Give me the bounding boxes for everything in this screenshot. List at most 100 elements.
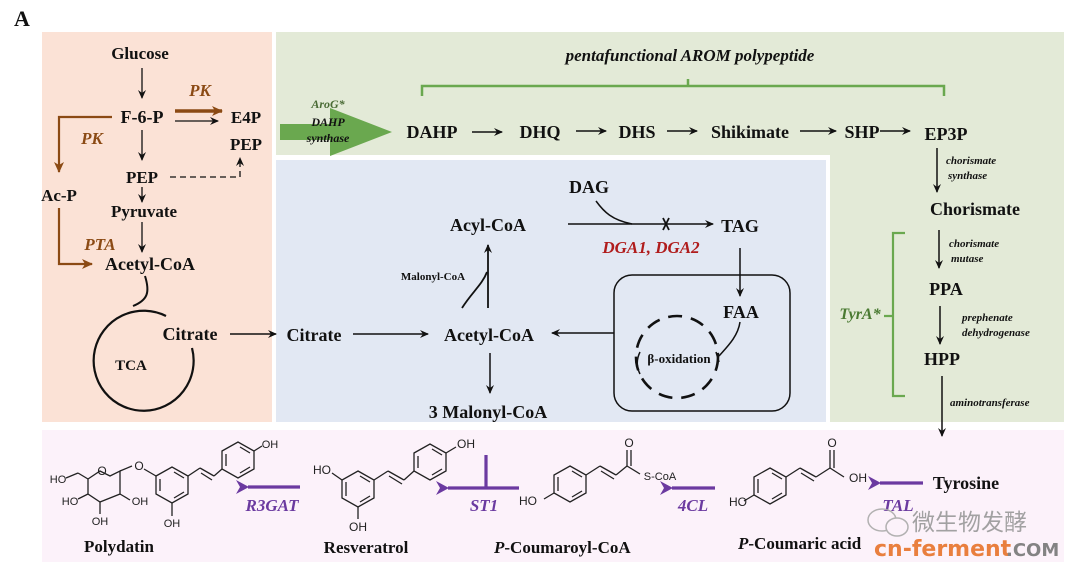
pta-arrow	[57, 208, 93, 269]
step-shp: SHP	[844, 122, 879, 142]
4cl-label: 4CL	[677, 496, 708, 515]
st1-label: ST1	[470, 496, 498, 515]
faa-to-beta-curve	[718, 321, 741, 357]
watermark: 微生物发酵 cn-ferment .COM	[867, 508, 1059, 562]
tag-label: TAG	[721, 216, 759, 236]
step-dhs: DHS	[618, 122, 655, 142]
peroxisome-box	[613, 274, 791, 412]
tyra-label: TyrA*	[839, 306, 881, 323]
arrow-pep-pep-dashed	[170, 157, 244, 178]
e4p-label: E4P	[231, 108, 261, 127]
polydatin-oh-3-label: OH	[164, 518, 181, 530]
coumaric-oh-label: OH	[849, 471, 867, 485]
polydatin-link-o-label: O	[134, 459, 143, 473]
p-prefix-2: P	[493, 538, 505, 557]
watermark-chinese: 微生物发酵	[912, 510, 1027, 536]
glycolysis-panel	[42, 32, 272, 422]
tca-cycle-circle	[92, 309, 195, 412]
coumaric-ho-label: HO	[729, 495, 747, 509]
citrate-label-right: Citrate	[287, 325, 342, 345]
beta-tick	[636, 351, 641, 375]
p-coumaroyl-coa-structure	[543, 450, 641, 503]
resveratrol-oh-right-label: OH	[457, 437, 475, 451]
polydatin-ho-1-label: HO	[50, 474, 67, 486]
pta-label: PTA	[83, 235, 115, 254]
blocked-x-mark	[662, 217, 670, 231]
faa-label: FAA	[723, 302, 759, 322]
arog-label: AroG*	[310, 97, 345, 111]
chorismate-synthase-label-1: chorismate	[946, 155, 996, 167]
resveratrol-ho-label: HO	[313, 463, 331, 477]
beta-oxidation-label: β-oxidation	[647, 351, 711, 366]
glucose-label: Glucose	[111, 44, 169, 63]
pep-right-label: PEP	[230, 135, 262, 154]
resveratrol-label: Resveratrol	[324, 538, 409, 557]
faa-tick	[715, 351, 720, 363]
products-panel	[42, 430, 1064, 562]
acetylcoa-to-tca-curve	[132, 275, 149, 307]
shikimate-panel	[276, 32, 1064, 422]
p-coumaric-acid-structure	[743, 450, 845, 505]
tca-label: TCA	[115, 358, 147, 374]
coumaroyl-o-label: O	[624, 436, 633, 450]
pyruvate-label: Pyruvate	[111, 202, 178, 221]
step-dhq: DHQ	[519, 122, 560, 142]
resveratrol-structure	[331, 443, 457, 519]
coumaric-o-label: O	[827, 436, 836, 450]
coumaroyl-ho-label: HO	[519, 494, 537, 508]
acetyl-coa-label: Acetyl-CoA	[105, 254, 195, 274]
prephenate-dh-label-2: dehydrogenase	[962, 327, 1030, 339]
watermark-tld: .COM	[1006, 540, 1059, 561]
dga-label: DGA1, DGA2	[601, 238, 700, 257]
malonyl-coa-small-label: Malonyl-CoA	[401, 271, 465, 283]
s-coa-label: S-CoA	[644, 471, 677, 483]
prephenate-dh-label-1: prephenate	[961, 312, 1013, 324]
step-dahp: DAHP	[407, 122, 458, 142]
dag-label: DAG	[569, 177, 609, 197]
arom-bracket	[420, 79, 946, 96]
arom-title: pentafunctional AROM polypeptide	[564, 46, 815, 65]
p-coumaroyl-coa-label: P-Coumaroyl-CoA	[493, 538, 631, 557]
pk-left-label: PK	[80, 129, 104, 148]
hpp-label: HPP	[924, 349, 960, 369]
polydatin-structure	[65, 441, 263, 516]
chorismate-mutase-label-2: mutase	[951, 253, 984, 265]
chorismate-mutase-label-1: chorismate	[949, 238, 999, 250]
acyl-coa-label: Acyl-CoA	[450, 215, 526, 235]
tyra-bracket	[884, 231, 905, 398]
tal-label: TAL	[882, 496, 913, 515]
p-prefix: P	[737, 534, 749, 553]
pk-arrow-left	[54, 115, 112, 173]
aminotransferase-label: aminotransferase	[950, 397, 1030, 409]
arog-big-arrow	[280, 108, 392, 156]
pk-top-label: PK	[188, 81, 212, 100]
step-ep3p: EP3P	[925, 124, 968, 144]
polydatin-oh-2-label: OH	[132, 496, 149, 508]
step-shikimate: Shikimate	[711, 122, 789, 142]
polydatin-oh-1-label: OH	[92, 516, 109, 528]
r3gat-label: R3GAT	[245, 496, 300, 515]
polydatin-oh-4-label: OH	[262, 439, 279, 451]
malonyl-coa-curve	[461, 271, 488, 309]
lipid-panel	[276, 160, 826, 422]
ac-p-label: Ac-P	[41, 186, 77, 205]
dahp-synthase-label-1: DAHP	[310, 115, 345, 129]
acetyl-coa-lipid-label: Acetyl-CoA	[444, 325, 534, 345]
f6p-label: F-6-P	[121, 107, 164, 127]
polydatin-ring-o-label: O	[97, 464, 106, 478]
watermark-domain: cn-ferment	[874, 537, 1012, 562]
citrate-label-left: Citrate	[163, 324, 218, 344]
dahp-synthase-label-2: synthase	[306, 131, 350, 145]
dag-curve	[595, 200, 633, 225]
polydatin-ho-2-label: HO	[62, 496, 79, 508]
chorismate-label: Chorismate	[930, 199, 1020, 219]
polydatin-label: Polydatin	[84, 537, 154, 556]
chorismate-synthase-label-2: synthase	[947, 170, 987, 182]
pep-label: PEP	[126, 168, 158, 187]
p-coumaric-acid-name: -Coumaric acid	[748, 534, 861, 553]
p-coumaric-acid-label: P-Coumaric acid	[737, 534, 862, 553]
tyrosine-label: Tyrosine	[933, 473, 999, 493]
p-coumaroyl-coa-name: -Coumaroyl-CoA	[504, 538, 631, 557]
wechat-icon-bubble	[885, 517, 909, 537]
